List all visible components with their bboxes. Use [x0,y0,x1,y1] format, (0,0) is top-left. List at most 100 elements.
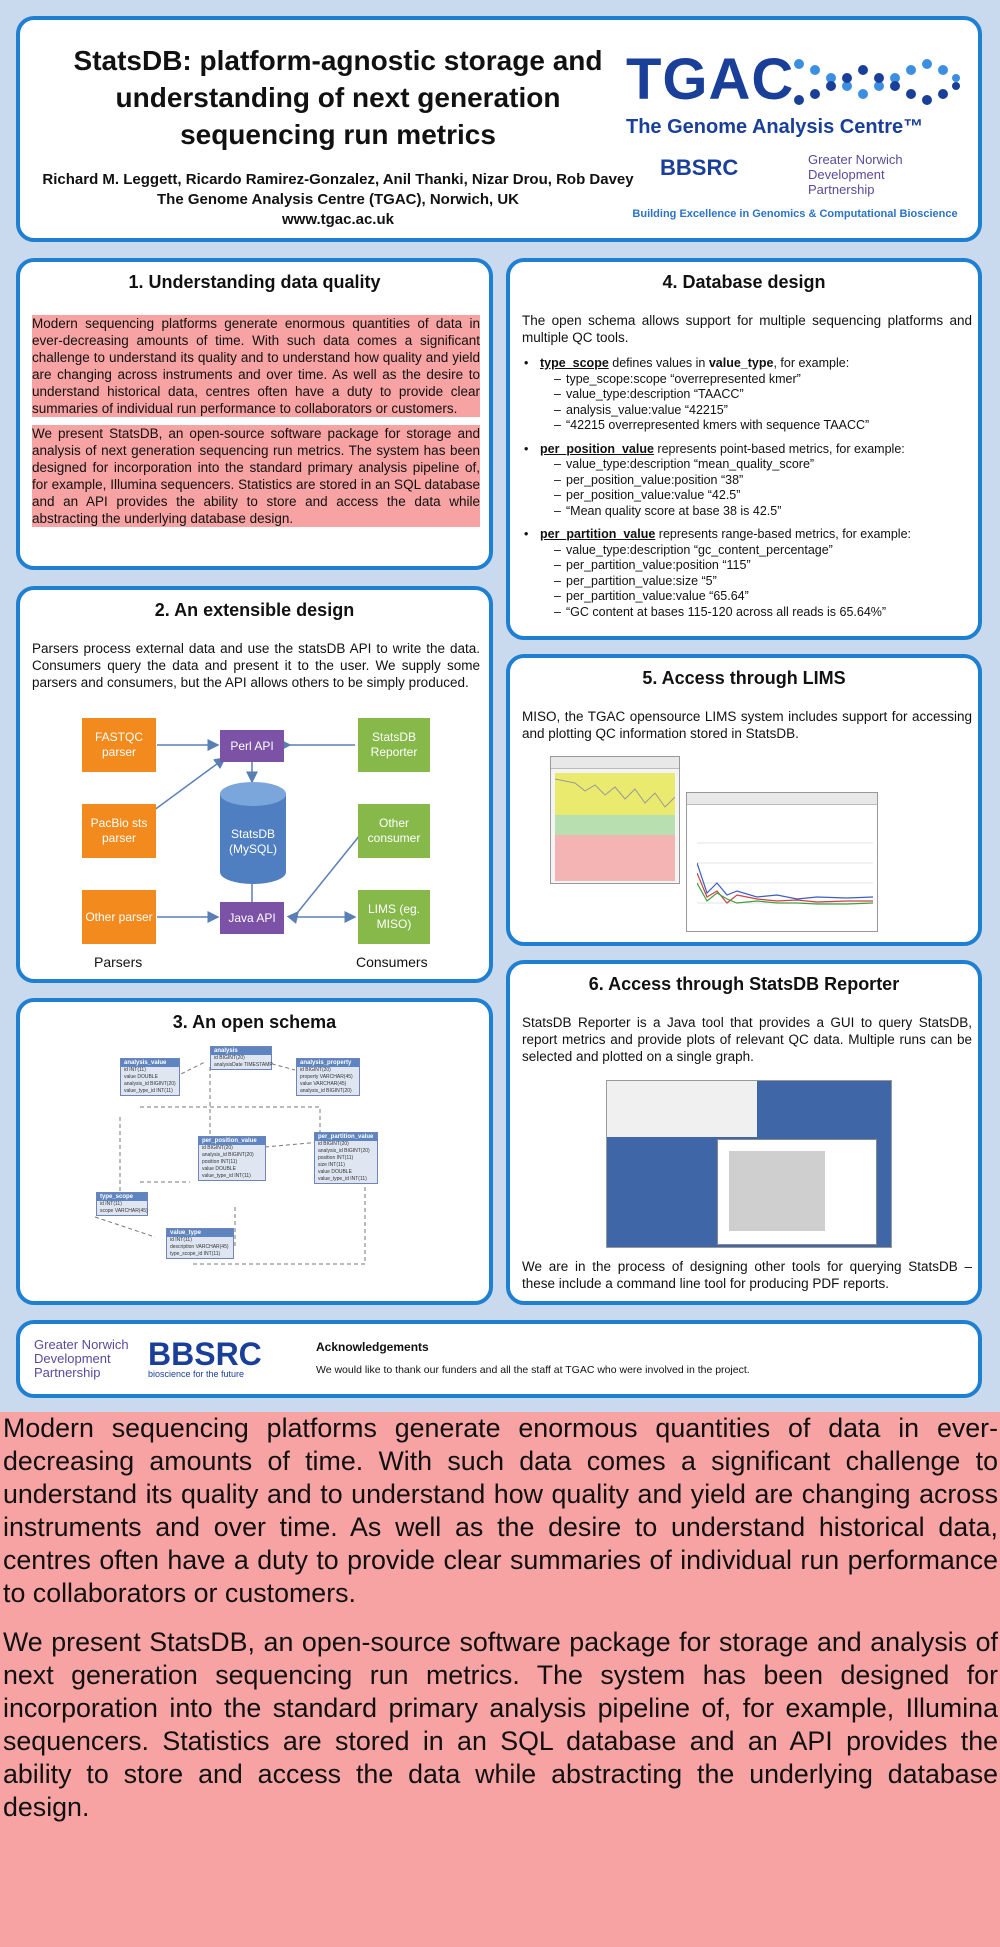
schema-column: id INT(11) [170,1237,192,1243]
acknowledgements-title: Acknowledgements [316,1340,429,1354]
schema-table-name: per_partition_value [315,1133,377,1141]
schema-column: property VARCHAR(45) [300,1074,353,1080]
sub-item: type_scope:scope “overrepresented kmer” [522,372,972,388]
section-body: Parsers process external data and use th… [32,641,480,690]
website-link[interactable]: www.tgac.ac.uk [282,211,394,228]
bullet-head: per_partition_value represents range-bas… [522,527,972,543]
sub-item: value_type:description “mean_quality_sco… [522,457,972,473]
section-title: 1. Understanding data quality [128,272,381,292]
schema-column: analysis_id BIGINT(20) [300,1088,352,1094]
section-title: 5. Access through LIMS [642,668,846,688]
schema-column: scope VARCHAR(45) [100,1208,148,1214]
schema-column: position INT(11) [202,1159,238,1165]
reporter-screenshot [606,1080,892,1248]
authors: Richard M. Leggett, Ricardo Ramirez-Gonz… [42,171,634,188]
bullet-text: , for example: [773,356,850,370]
gndp-line: Development [34,1351,111,1366]
gndp-line: Partnership [808,182,875,197]
schema-column: analysis_id BIGINT(20) [124,1081,176,1087]
reporter-node: StatsDB Reporter [358,718,430,772]
section-extensible-design: 2. An extensible design Parsers process … [16,586,493,983]
schema-column: id BIGINT(20) [300,1067,331,1073]
gndp-line: Partnership [34,1365,101,1380]
sub-item: value_type:description “gc_content_perce… [522,543,972,559]
bullet-text: represents range-based metrics, for exam… [655,527,911,541]
bullet-head: type_scope defines values in value_type,… [522,356,972,372]
gndp-line: Greater Norwich [34,1337,129,1352]
schema-table: analysis_value id INT(11) value DOUBLE a… [120,1058,180,1096]
dna-dots-icon [794,59,960,105]
section-title: 6. Access through StatsDB Reporter [588,974,900,994]
sub-item: “42215 overrepresented kmers with sequen… [522,418,972,434]
section-open-schema: 3. An open schema analysis_value id INT(… [16,998,493,1305]
schema-table: per_position_value id BIGINT(20) analysi… [198,1136,266,1181]
schema-column: type_scope_id INT(11) [170,1251,221,1257]
bbsrc-subtitle: bioscience for the future [148,1369,245,1379]
bullet-text: represents point-based metrics, for exam… [653,441,905,456]
schema-table-name: analysis [211,1047,271,1055]
schema-table: type_scope id INT(11) scope VARCHAR(45) [96,1192,148,1216]
schema-column: value_type_id INT(11) [318,1176,367,1182]
term: per_position_value [540,441,654,456]
header-panel: StatsDB: platform-agnostic storage and u… [16,16,982,242]
section-access-through-lims: 5. Access through LIMS MISO, the TGAC op… [506,654,982,946]
database-cylinder-icon [220,782,286,884]
schema-table: value_type id INT(11) description VARCHA… [166,1228,234,1259]
gndp-line: Development [808,167,885,182]
sub-item: analysis_value:value “42215” [522,403,972,419]
acknowledgements-text: We would like to thank our funders and a… [316,1364,750,1376]
section-body: StatsDB Reporter is a Java tool that pro… [522,1015,972,1064]
schema-table: analysis_property id BIGINT(20) property… [296,1058,360,1096]
bullet-text: defines values in [608,356,709,370]
schema-column: position INT(11) [318,1155,354,1161]
section-access-through-reporter: 6. Access through StatsDB Reporter Stats… [506,960,982,1305]
schema-table: per_partition_value id BIGINT(20) analys… [314,1132,378,1184]
tgac-logo-word: TGAC [626,47,795,112]
bullet-head: per_position_value represents point-base… [522,442,972,458]
schema-table-name: per_position_value [199,1137,265,1145]
schema-column: value DOUBLE [318,1169,352,1175]
term: value_type [708,356,774,370]
consumers-label: Consumers [356,954,428,970]
schema-column: description VARCHAR(45) [170,1244,229,1250]
section-title: 4. Database design [662,272,826,292]
section-understanding-data-quality: 1. Understanding data quality Modern seq… [16,258,493,570]
lims-screenshot-left [550,756,680,884]
parsers-label: Parsers [94,954,143,970]
sub-item: “Mean quality score at base 38 is 42.5” [522,504,972,520]
bbsrc-logo: BBSRC [660,155,739,180]
sub-item: “GC content at bases 115-120 across all … [522,605,972,621]
schema-column: id BIGINT(20) [214,1055,245,1061]
section-database-design: 4. Database design The open schema allow… [506,258,982,640]
term: per_partition_value [540,527,656,541]
schema-column: value DOUBLE [202,1166,236,1172]
lims-screenshot-right [686,792,878,932]
bbsrc-logo: BBSRC bioscience for the future [148,1336,262,1379]
paragraph: We present StatsDB, an open-source softw… [32,425,480,527]
section-body: Modern sequencing platforms generate eno… [32,315,480,535]
gndp-logo: Greater Norwich Development Partnership [808,152,903,197]
schema-table-name: value_type [167,1229,233,1237]
section-body: The open schema allows support for multi… [522,312,972,628]
sub-item: per_position_value:value “42.5” [522,488,972,504]
tgac-logo: TGAC The Genome Analysis Centre™ [626,46,966,146]
bullet-item: per_partition_value represents range-bas… [522,527,972,620]
schema-column: analysisDate TIMESTAMP [214,1062,273,1068]
schema-column: value VARCHAR(45) [300,1081,347,1087]
schema-column: id INT(11) [100,1201,122,1207]
authors-block: Richard M. Leggett, Ricardo Ramirez-Gonz… [38,170,638,230]
other-parser-node: Other parser [82,890,156,944]
line-chart-icon [697,842,873,905]
schema-column: size INT(11) [318,1162,345,1168]
section-title: 2. An extensible design [154,600,355,620]
schema-column: analysis_id BIGINT(20) [318,1148,370,1154]
schema-column: id BIGINT(20) [318,1141,349,1147]
sub-item: per_partition_value:value “65.64” [522,589,972,605]
schema-column: id INT(11) [124,1067,146,1073]
section-body: MISO, the TGAC opensource LIMS system in… [522,709,972,741]
sub-item: value_type:description “TAACC” [522,387,972,403]
other-consumer-node: Other consumer [358,804,430,858]
bullet-item: per_position_value represents point-base… [522,442,972,520]
tagline: Building Excellence in Genomics & Comput… [632,208,958,220]
paragraph: Modern sequencing platforms generate eno… [32,315,480,417]
